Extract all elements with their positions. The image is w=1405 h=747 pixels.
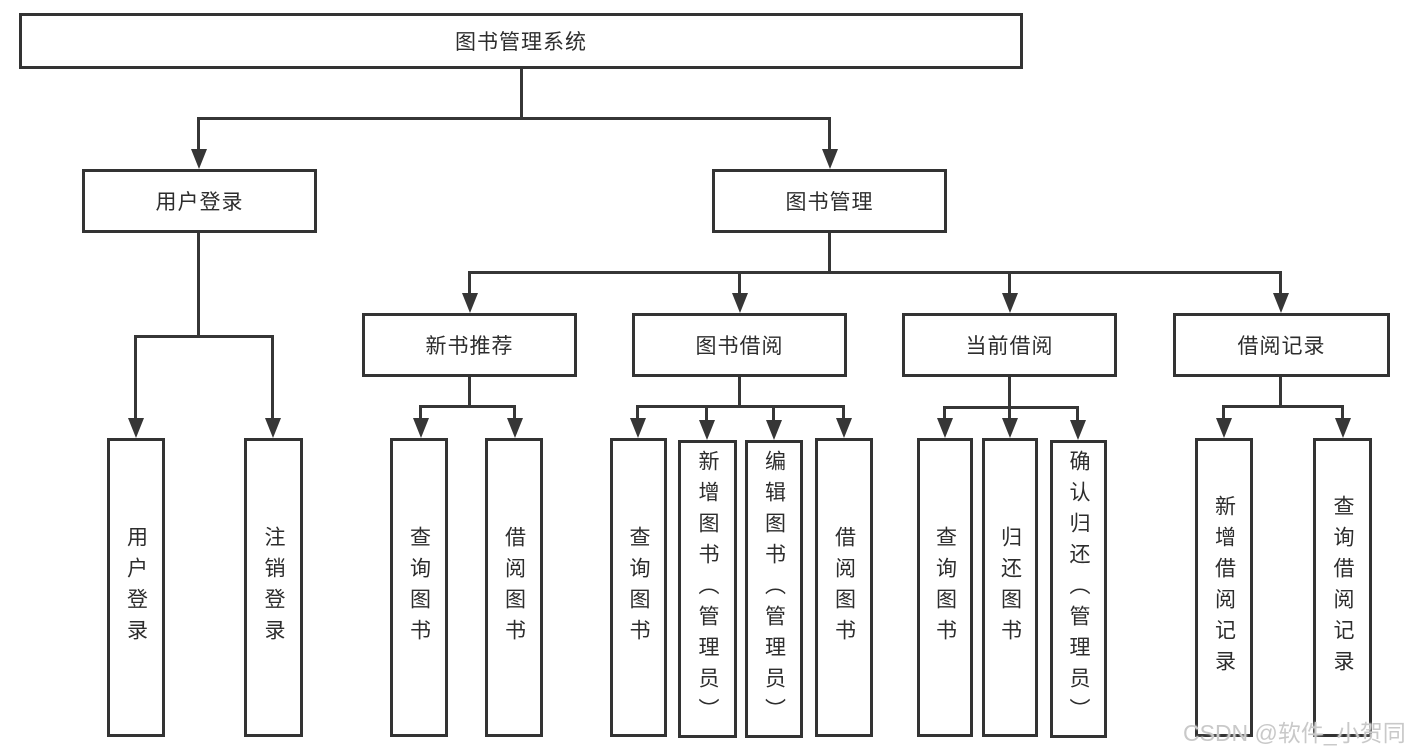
connector-line: [468, 271, 471, 293]
node-user-login: 用户登录: [82, 169, 317, 233]
connector-line: [199, 117, 830, 120]
leaf-nbr-borrow-books: 借阅图书: [485, 438, 543, 737]
connector-line: [945, 406, 1078, 409]
connector-line: [1076, 406, 1079, 420]
connector-line: [271, 335, 274, 418]
connector-line: [738, 377, 741, 405]
connector-line: [520, 69, 523, 117]
arrow-down-icon: [732, 293, 748, 313]
connector-line: [197, 117, 200, 149]
arrow-down-icon: [265, 418, 281, 438]
node-book-management-label: 图书管理: [785, 191, 874, 214]
connector-line: [1008, 406, 1011, 418]
arrow-down-icon: [766, 420, 782, 440]
node-new-book-recommend-label: 新书推荐: [425, 335, 514, 358]
connector-line: [468, 377, 471, 405]
connector-line: [1008, 271, 1011, 293]
connector-line: [197, 233, 200, 335]
leaf-br-query-record-label: 查询借阅记录: [1331, 494, 1354, 681]
connector-line: [636, 405, 639, 418]
leaf-user-login: 用户登录: [107, 438, 165, 737]
leaf-nbr-query-books: 查询图书: [390, 438, 448, 737]
leaf-cb-return-books-label: 归还图书: [998, 525, 1022, 650]
connector-line: [421, 405, 515, 408]
connector-line: [1224, 405, 1343, 408]
leaf-cb-return-books: 归还图书: [982, 438, 1038, 737]
arrow-down-icon: [699, 420, 715, 440]
node-book-borrow: 图书借阅: [632, 313, 847, 377]
leaf-bb-borrow-books: 借阅图书: [815, 438, 873, 737]
leaf-bb-add-books-admin: 新增图书（管理员）: [678, 440, 737, 738]
arrow-down-icon: [1335, 418, 1351, 438]
arrow-down-icon: [1216, 418, 1232, 438]
node-current-borrow: 当前借阅: [902, 313, 1117, 377]
leaf-cb-confirm-return-admin: 确认归还（管理员）: [1050, 440, 1107, 738]
node-borrow-records-label: 借阅记录: [1237, 335, 1326, 358]
arrow-down-icon: [1002, 293, 1018, 313]
leaf-br-add-record: 新增借阅记录: [1195, 438, 1253, 737]
leaf-cb-confirm-return-admin-label: 确认归还（管理员）: [1067, 449, 1090, 729]
node-borrow-records: 借阅记录: [1173, 313, 1390, 377]
node-book-borrow-label: 图书借阅: [695, 335, 784, 358]
connector-line: [738, 271, 741, 293]
leaf-cb-query-books: 查询图书: [917, 438, 973, 737]
node-user-login-label: 用户登录: [155, 191, 244, 214]
connector-line: [943, 406, 946, 418]
leaf-user-login-label: 用户登录: [124, 525, 148, 650]
node-book-management: 图书管理: [712, 169, 947, 233]
connector-line: [513, 405, 516, 418]
arrow-down-icon: [822, 149, 838, 169]
leaf-br-add-record-label: 新增借阅记录: [1212, 494, 1236, 681]
node-root: 图书管理系统: [19, 13, 1023, 69]
leaf-br-query-record: 查询借阅记录: [1313, 438, 1372, 737]
leaf-bb-edit-books-admin-label: 编辑图书（管理员）: [762, 449, 786, 729]
arrow-down-icon: [836, 418, 852, 438]
leaf-bb-query-books: 查询图书: [610, 438, 667, 737]
leaf-bb-borrow-books-label: 借阅图书: [832, 525, 856, 650]
connector-line: [1341, 405, 1344, 418]
arrow-down-icon: [507, 418, 523, 438]
connector-line: [842, 405, 845, 418]
leaf-bb-query-books-label: 查询图书: [627, 525, 650, 650]
watermark-text: CSDN @软件_小贺同学: [1183, 720, 1405, 746]
connector-line: [419, 405, 422, 418]
arrow-down-icon: [937, 418, 953, 438]
connector-line: [638, 405, 844, 408]
arrow-down-icon: [413, 418, 429, 438]
connector-line: [772, 405, 775, 420]
arrow-down-icon: [462, 293, 478, 313]
leaf-cb-query-books-label: 查询图书: [933, 525, 957, 650]
connector-line: [470, 271, 1282, 274]
connector-line: [828, 233, 831, 271]
connector-line: [1279, 271, 1282, 293]
connector-line: [705, 405, 708, 420]
connector-line: [134, 335, 137, 418]
connector-line: [1279, 377, 1282, 405]
arrow-down-icon: [630, 418, 646, 438]
arrow-down-icon: [1070, 420, 1086, 440]
connector-line: [1008, 377, 1011, 406]
arrow-down-icon: [1002, 418, 1018, 438]
leaf-bb-add-books-admin-label: 新增图书（管理员）: [696, 449, 719, 729]
connector-line: [136, 335, 273, 338]
leaf-logout-label: 注销登录: [262, 525, 285, 650]
leaf-bb-edit-books-admin: 编辑图书（管理员）: [745, 440, 803, 738]
connector-line: [828, 117, 831, 149]
node-root-label: 图书管理系统: [455, 31, 587, 54]
arrow-down-icon: [128, 418, 144, 438]
node-current-borrow-label: 当前借阅: [965, 335, 1054, 358]
leaf-nbr-borrow-books-label: 借阅图书: [502, 525, 526, 650]
connector-line: [1222, 405, 1225, 418]
node-new-book-recommend: 新书推荐: [362, 313, 577, 377]
arrow-down-icon: [191, 149, 207, 169]
leaf-nbr-query-books-label: 查询图书: [407, 525, 431, 650]
leaf-logout: 注销登录: [244, 438, 303, 737]
arrow-down-icon: [1273, 293, 1289, 313]
